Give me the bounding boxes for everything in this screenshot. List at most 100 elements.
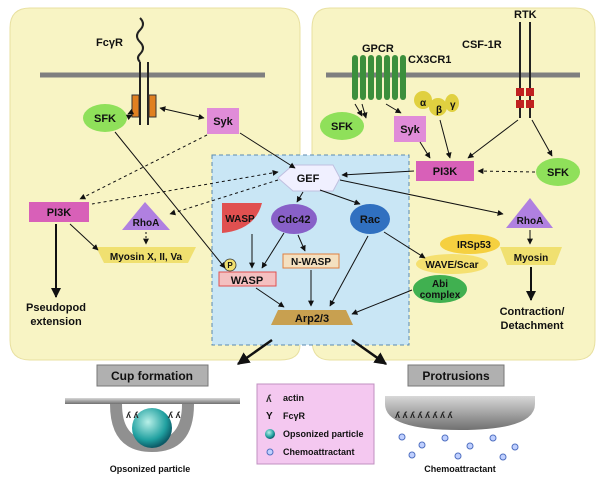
myosin-left-node <box>96 247 196 263</box>
arrow-gef-rhoa-right <box>339 179 504 216</box>
arrow-syk-pi3k-right <box>419 141 431 159</box>
arrow-rtk-pi3k <box>467 119 519 159</box>
sfk-left-node <box>83 104 127 132</box>
irsp53-node <box>440 234 500 254</box>
wasp-top-label: WASP <box>225 214 255 225</box>
legend-chemo-icon <box>266 448 274 456</box>
sfk-right-node <box>536 158 580 186</box>
legend-fcgr-icon: Y <box>266 411 273 422</box>
cdc42-node <box>271 204 317 234</box>
rhoa-right-node <box>506 198 553 228</box>
pi3k-left-node <box>29 202 89 222</box>
legend-fcgr-label: FcγR <box>283 411 306 421</box>
sfk-left-label: SFK <box>94 113 116 125</box>
arrow-fcgr-sfk <box>127 108 135 115</box>
opsonized-particle-shape <box>132 408 172 448</box>
arrow-rac-arp <box>329 235 369 307</box>
myosin-left-label: Myosin X, II, Va <box>110 252 183 263</box>
sfk-mid-node <box>320 112 364 140</box>
legend-box <box>256 383 375 465</box>
myosin-right-node <box>500 247 562 265</box>
arrow-waspp-arp <box>255 287 285 308</box>
svg-text:ʎ ʎ: ʎ ʎ <box>126 410 139 420</box>
cup-illustration: ʎ ʎ ʎ ʎ <box>65 398 240 452</box>
cup-formation-label: Cup formation <box>111 369 193 383</box>
irsp53-label: IRSp53 <box>457 240 491 251</box>
phospho-badge-label: P <box>227 261 233 270</box>
nwasp-label: N-WASP <box>291 257 331 268</box>
arrow-box-protrusions <box>351 338 388 366</box>
arrow-pi3k-gef <box>341 170 415 178</box>
arrow-gef-pi3k <box>91 169 279 205</box>
arrow-syk-fcgr <box>159 106 205 120</box>
syk-mid-label: Syk <box>400 124 420 136</box>
rhoa-right-label: RhoA <box>517 216 544 227</box>
pseudopod-label-2: extension <box>30 316 82 328</box>
pi3k-left-label: PI3K <box>47 207 72 219</box>
rtk-label: RTK <box>514 9 537 21</box>
syk-left-label: Syk <box>213 116 233 128</box>
protrusion-illustration: ʎ ʎ ʎ ʎ ʎ ʎ ʎ ʎ <box>385 396 535 461</box>
legend-particle-icon <box>265 429 275 439</box>
arrow-rtk-sfk <box>531 119 553 157</box>
legend-actin-icon: ʎ <box>266 394 272 405</box>
myosin-right-label: Myosin <box>514 253 548 264</box>
g-beta: β <box>436 105 442 116</box>
cx3cr1-label: CX3CR1 <box>408 54 451 66</box>
cup-formation-badge <box>96 364 209 387</box>
svg-text:ʎ ʎ: ʎ ʎ <box>168 410 181 420</box>
arrow-gprot-pi3k <box>439 119 452 159</box>
pseudopod-label-1: Pseudopod <box>26 302 86 314</box>
arrow-abi-arp <box>351 289 413 315</box>
legend-actin-label: actin <box>283 393 304 403</box>
protrusions-badge <box>407 364 505 387</box>
sfk-right-label: SFK <box>547 167 569 179</box>
abi-label-2: complex <box>420 290 461 301</box>
rtk-receptor <box>516 22 534 118</box>
wasp-top-node <box>222 203 262 233</box>
csf1r-label: CSF-1R <box>462 39 502 51</box>
arrows <box>51 103 553 366</box>
rac-label: Rac <box>360 214 380 226</box>
wasp-p-node <box>218 271 277 287</box>
fcgr-receptor <box>131 17 157 125</box>
syk-mid-node <box>394 116 426 142</box>
g-gamma: γ <box>450 100 456 111</box>
nwasp-node <box>282 253 340 269</box>
gpcr-receptor <box>352 55 406 100</box>
fcgr-label: FcγR <box>96 37 123 49</box>
syk-left-node <box>207 108 239 134</box>
arrow-cdc42-nwasp <box>297 234 306 252</box>
abi-label-1: Abi <box>432 279 448 290</box>
gef-label: GEF <box>297 173 320 185</box>
rhoa-left-label: RhoA <box>133 218 160 229</box>
arrow-gpcr-syk <box>385 103 402 114</box>
rac-node <box>350 204 390 234</box>
arrow-sfk-waspp <box>114 131 226 269</box>
arrow-cdc42-waspp <box>261 232 285 269</box>
arrow-rac-wave <box>383 231 426 259</box>
svg-text:ʎ ʎ ʎ ʎ ʎ ʎ ʎ ʎ: ʎ ʎ ʎ ʎ ʎ ʎ ʎ ʎ <box>395 410 453 420</box>
arrow-gef-cdc42 <box>296 191 304 203</box>
contraction-label-2: Detachment <box>501 320 564 332</box>
rhoa-left-node <box>122 202 170 230</box>
g-protein <box>414 91 459 116</box>
pi3k-right-node <box>416 161 474 181</box>
abi-complex-node <box>413 275 467 303</box>
wasp-p-label: WASP <box>231 275 263 287</box>
arrow-pi3k-myosin <box>69 223 99 251</box>
arrow-gef-rhoa <box>169 179 279 216</box>
opsonized-particle-caption: Opsonized particle <box>110 464 191 474</box>
wave-scar-node <box>416 254 488 274</box>
arp23-node <box>271 310 353 325</box>
arrow-sfk-fcgr <box>125 114 133 121</box>
arp23-label: Arp2/3 <box>295 313 329 325</box>
contraction-label-1: Contraction/ <box>500 306 565 318</box>
legend-particle-label: Opsonized particle <box>283 429 364 439</box>
arrow-gef-rac <box>319 189 361 206</box>
arrow-gpcr-sfk <box>354 103 363 117</box>
g-alpha: α <box>420 98 427 109</box>
wave-scar-label: WAVE/Scar <box>425 260 478 271</box>
